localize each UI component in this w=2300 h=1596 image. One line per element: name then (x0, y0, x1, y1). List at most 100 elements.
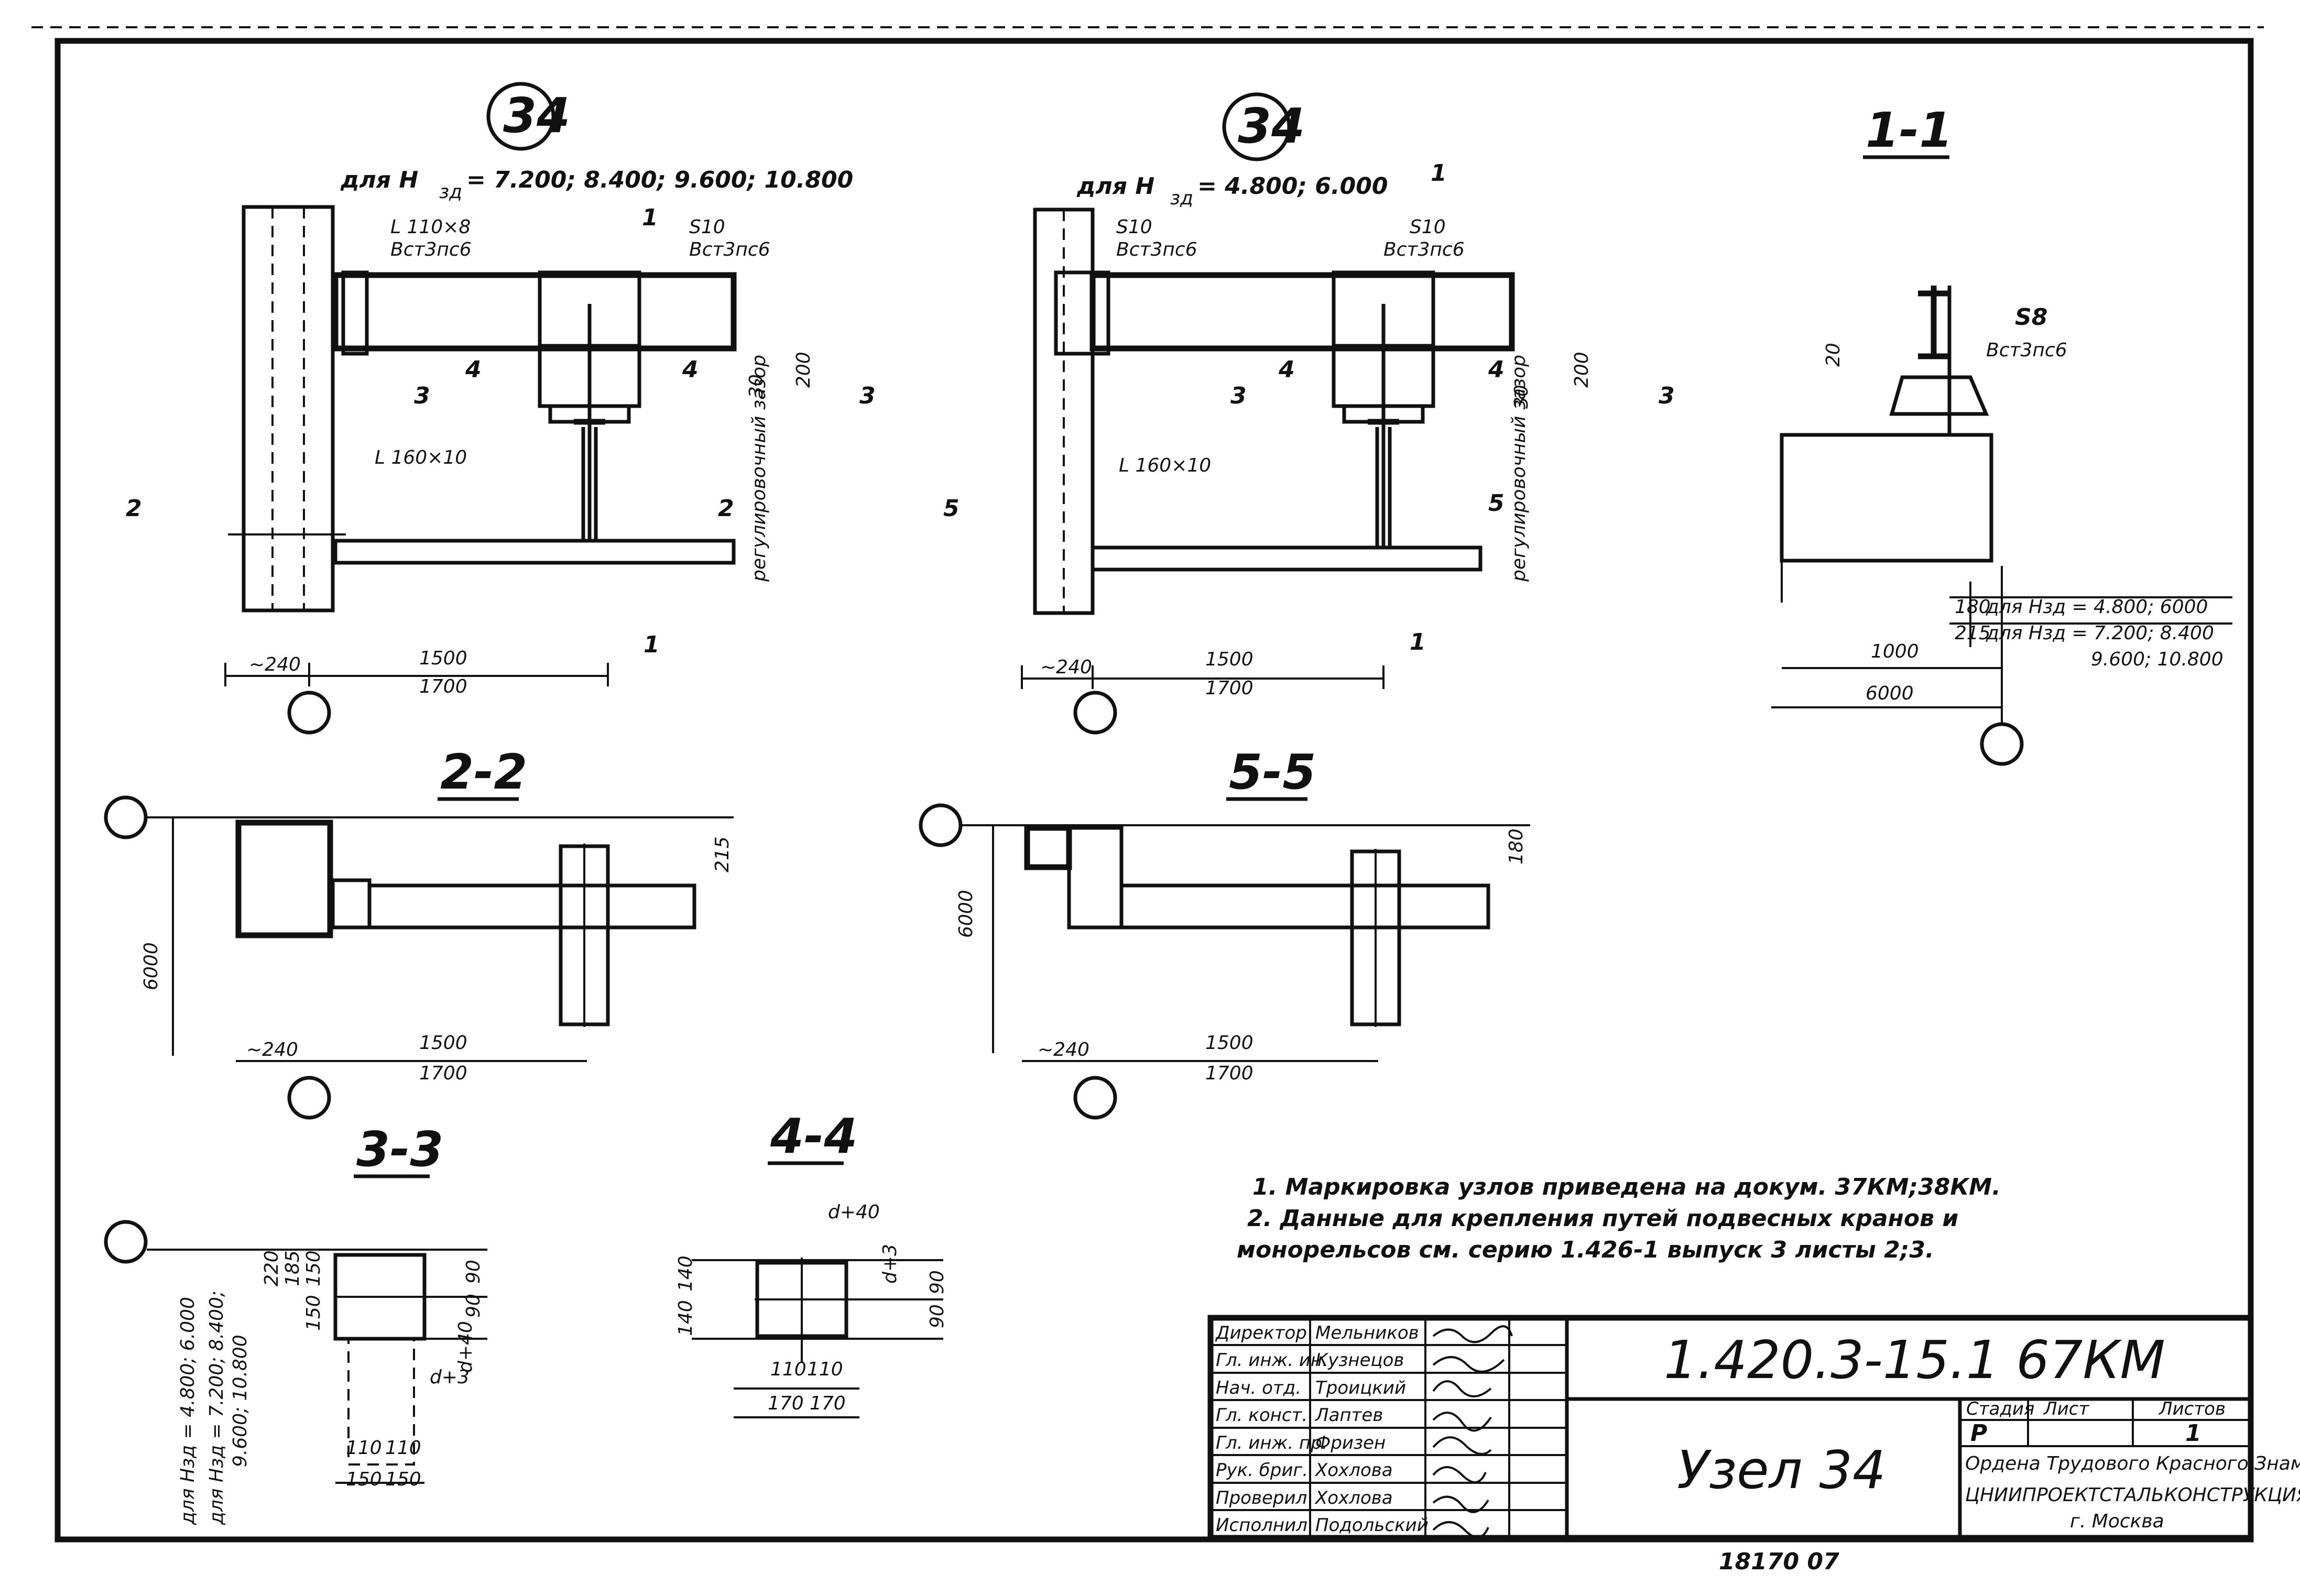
section-1-1-row1-dim: 180 (1955, 596, 1991, 618)
sheet-frame (54, 38, 2254, 1543)
section-4-4-dim-140a: 140 (675, 1255, 696, 1292)
section-2-2-dim-1500: 1500 (419, 1032, 467, 1054)
section-1-1-plate-steel: Вст3пс6 (1986, 340, 2067, 361)
section-2-2: 2-2 6000 215 ~240 1500 1700 (104, 744, 734, 1120)
node-right-dim-200: 200 (1571, 352, 1593, 388)
node-left-condition: для H (340, 167, 418, 193)
section-3-3-dim-220: 220 (261, 1250, 282, 1286)
node-left-cut-2: 2 (126, 495, 142, 522)
node-right-dim-30: 30 (1511, 385, 1532, 409)
section-1-1-title: 1-1 (1866, 102, 1953, 158)
section-4-4-dim-d3: d+3 (879, 1244, 901, 1284)
node-left-marker: 34 (503, 88, 570, 144)
tb-node-title: Узел 34 (1677, 1439, 1886, 1501)
tb-stage-label: Стадия (1966, 1398, 2034, 1419)
tb-role-5: Рук. бриг. (1216, 1460, 1308, 1481)
section-4-4-dim-90a: 90 (926, 1270, 948, 1294)
section-3-3-side-label1: для Hзд = 4.800; 6.000 (177, 1297, 199, 1525)
section-3-3-dim-150c: 150 (346, 1469, 382, 1490)
node-right: 34 для H зд = 4.800; 6.000 S10 Вст3пс6 S… (943, 92, 1675, 735)
node-left-cut-4b: 4 (682, 356, 699, 383)
section-3-3-side-label3: 9.600; 10.800 (230, 1335, 251, 1467)
tb-name-4: Фризен (1315, 1433, 1386, 1453)
node-right-plate2-steel: Вст3пс6 (1383, 239, 1465, 260)
node-right-plate1-steel: Вст3пс6 (1116, 239, 1197, 260)
tb-name-3: Лаптев (1314, 1405, 1383, 1426)
section-4-4-dim-110a: 110 (770, 1359, 806, 1380)
node-right-plate1: S10 (1116, 216, 1152, 238)
node-left-dim-1700: 1700 (419, 676, 467, 697)
tb-role-6: Проверил (1216, 1488, 1307, 1508)
section-1-1: 1-1 S8 Вст3пс6 20 180 для Hзд = 4.800; 6… (1771, 102, 2232, 766)
section-5-5-title: 5-5 (1229, 744, 1316, 800)
tb-role-3: Гл. конст. (1216, 1405, 1307, 1426)
tb-role-0: Директор (1215, 1322, 1307, 1343)
section-3-3-dim-110b: 110 (385, 1437, 421, 1459)
section-4-4-title: 4-4 (770, 1108, 857, 1164)
tb-role-2: Нач. отд. (1216, 1378, 1301, 1398)
tb-name-2: Троицкий (1315, 1378, 1406, 1398)
note-2: 2. Данные для крепления путей подвесных … (1247, 1205, 1958, 1232)
node-right-cut-1b: 1 (1410, 629, 1426, 655)
node-right-cut-3b: 3 (1659, 382, 1675, 409)
section-4-4: 4-4 d+40 d+3 140 140 90 90 110 110 170 1… (675, 1108, 948, 1418)
section-3-3-title: 3-3 (356, 1121, 443, 1177)
section-5-5-dim-1500: 1500 (1205, 1032, 1253, 1054)
svg-text:для H: для H (340, 167, 418, 193)
section-1-1-dim-20: 20 (1823, 343, 1844, 367)
section-3-3-dim-110a: 110 (346, 1437, 382, 1459)
node-left-angle2: L 160×10 (375, 447, 467, 468)
node-left-cut-3: 3 (414, 382, 430, 409)
node-left-dim-30: 30 (746, 374, 767, 398)
tb-sheets-label: Листов (2158, 1398, 2226, 1419)
node-right-dim-1500: 1500 (1205, 649, 1253, 670)
section-4-4-dim-d40: d+40 (828, 1201, 880, 1223)
tb-org-1: Ордена Трудового Красного Знамени (1965, 1453, 2300, 1474)
section-3-3-dim-150a: 150 (303, 1250, 324, 1286)
node-left-plate-steel: Вст3пс6 (689, 239, 770, 260)
node-right-cut-1: 1 (1431, 160, 1447, 187)
section-4-4-dim-170b: 170 (810, 1393, 846, 1414)
section-3-3: 3-3 для Hзд = 4.800; 6.000 для Hзд = 7.2… (104, 1121, 487, 1525)
node-left-dim-240: ~240 (249, 654, 301, 675)
section-1-1-dim-6000: 6000 (1866, 683, 1914, 704)
tb-sheet-label: Лист (2043, 1398, 2089, 1419)
node-right-plate2: S10 (1410, 216, 1446, 238)
node-left-cut-3b: 3 (859, 382, 876, 409)
section-3-3-dim-90b: 90 (463, 1294, 484, 1318)
title-block: Директор Мельников Гл. инж. ин. Кузнецов… (1207, 1315, 2300, 1541)
node-right-cut-4: 4 (1278, 356, 1295, 383)
node-left-plate: S10 (689, 216, 725, 238)
tb-org-3: г. Москва (2070, 1511, 2164, 1532)
node-right-cut-3: 3 (1230, 382, 1247, 409)
section-4-4-dim-110b: 110 (807, 1359, 843, 1380)
note-1: 1. Маркировка узлов приведена на докум. … (1252, 1174, 2001, 1200)
section-2-2-dim-6000: 6000 (140, 942, 162, 990)
section-5-5: 5-5 6000 180 ~240 1500 1700 (919, 744, 1530, 1120)
node-left-dim-200: 200 (793, 352, 814, 388)
section-3-3-side-label2: для Hзд = 7.200; 8.400; (206, 1291, 227, 1525)
section-4-4-dim-170a: 170 (768, 1393, 804, 1414)
node-left-angle1: L 110×8 (390, 216, 471, 238)
node-left-dim-1500: 1500 (419, 648, 467, 669)
tb-name-0: Мельников (1315, 1322, 1419, 1343)
node-right-condition-sub: зд (1170, 188, 1193, 209)
section-3-3-dim-150d: 150 (385, 1469, 421, 1490)
signatures (1432, 1325, 1513, 1538)
tb-org-2: ЦНИИПРОЕКТСТАЛЬКОНСТРУКЦИЯ (1965, 1484, 2300, 1506)
tb-name-6: Хохлова (1314, 1488, 1393, 1508)
node-left-angle1-steel: Вст3пс6 (390, 239, 472, 260)
tb-name-7: Подольский (1315, 1515, 1429, 1536)
node-left: 34 для H зд = 7.200; 8.400; 9.600; 10.80… (126, 82, 876, 735)
node-right-cut-5: 5 (943, 495, 960, 522)
tb-document-code: 1.420.3-15.1 67КМ (1664, 1329, 2165, 1391)
section-1-1-row2-text2: 9.600; 10.800 (2091, 649, 2223, 670)
section-3-3-dim-185: 185 (282, 1250, 303, 1286)
node-right-gap: регулировочный зазор (1508, 355, 1530, 582)
section-5-5-dim-240: ~240 (1038, 1039, 1089, 1061)
section-2-2-dim-240: ~240 (246, 1039, 298, 1061)
section-1-1-plate: S8 (2015, 304, 2047, 331)
node-left-cut-2b: 2 (718, 495, 734, 522)
section-1-1-dim-1000: 1000 (1871, 641, 1919, 662)
